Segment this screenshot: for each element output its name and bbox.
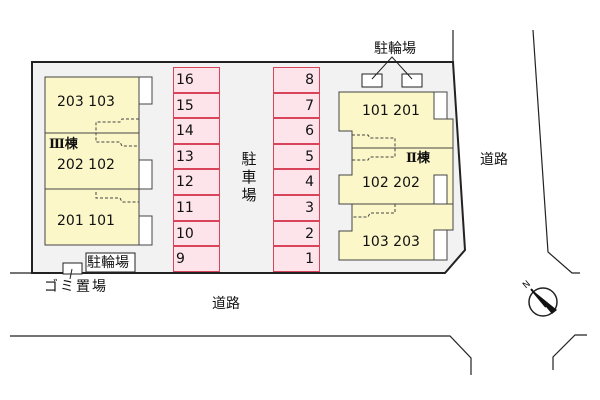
- parking-stall: 14: [173, 118, 220, 144]
- parking-stall: 6: [273, 118, 320, 144]
- bike-parking-left-box: [85, 252, 136, 273]
- balcony: [433, 91, 448, 120]
- parking-label: 駐車場: [241, 150, 257, 204]
- parking-stall: 5: [273, 143, 320, 170]
- parking-stall: 1: [273, 246, 320, 272]
- parking-stall: 4: [273, 169, 320, 195]
- parking-stall: 13: [173, 143, 220, 170]
- compass-icon: [528, 287, 558, 317]
- garbage-box: [62, 262, 83, 275]
- road-edge-right: [532, 29, 580, 274]
- building-2: [338, 91, 454, 261]
- parking-stall: 11: [173, 195, 220, 221]
- road-edge-bottom: [10, 335, 472, 375]
- parking-stall: 12: [173, 169, 220, 195]
- bike-parking-left-label: 駐輪場: [87, 255, 129, 271]
- building-2-label: Ⅱ棟: [406, 151, 430, 166]
- bike-box: [361, 73, 383, 88]
- unit-label: 102 202: [362, 175, 420, 191]
- parking-stall: 2: [273, 220, 320, 247]
- parking-stall: 3: [273, 195, 320, 221]
- parking-stall: 8: [273, 67, 320, 93]
- building-3-label: Ⅲ棟: [49, 137, 78, 152]
- unit-label: 201 101: [57, 213, 115, 229]
- parking-stall: 10: [173, 220, 220, 247]
- unit-label: 101 201: [362, 103, 420, 119]
- road-right-label: 道路: [480, 152, 508, 168]
- bike-box: [401, 73, 423, 88]
- balcony: [138, 159, 153, 190]
- balcony: [138, 76, 153, 105]
- balcony: [138, 215, 153, 246]
- parking-stall: 9: [173, 246, 220, 272]
- bike-parking-top-label: 駐輪場: [374, 41, 416, 57]
- unit-label: 202 102: [57, 157, 115, 173]
- garbage-label: ゴミ置場: [44, 279, 108, 295]
- balcony: [433, 174, 448, 205]
- unit-label: 103 203: [362, 234, 420, 250]
- parking-stall: 7: [273, 92, 320, 119]
- parking-stall: 15: [173, 92, 220, 119]
- balcony: [433, 229, 448, 261]
- road-bottom-label: 道路: [212, 296, 240, 312]
- unit-label: 203 103: [57, 94, 115, 110]
- parking-stall: 16: [173, 67, 220, 93]
